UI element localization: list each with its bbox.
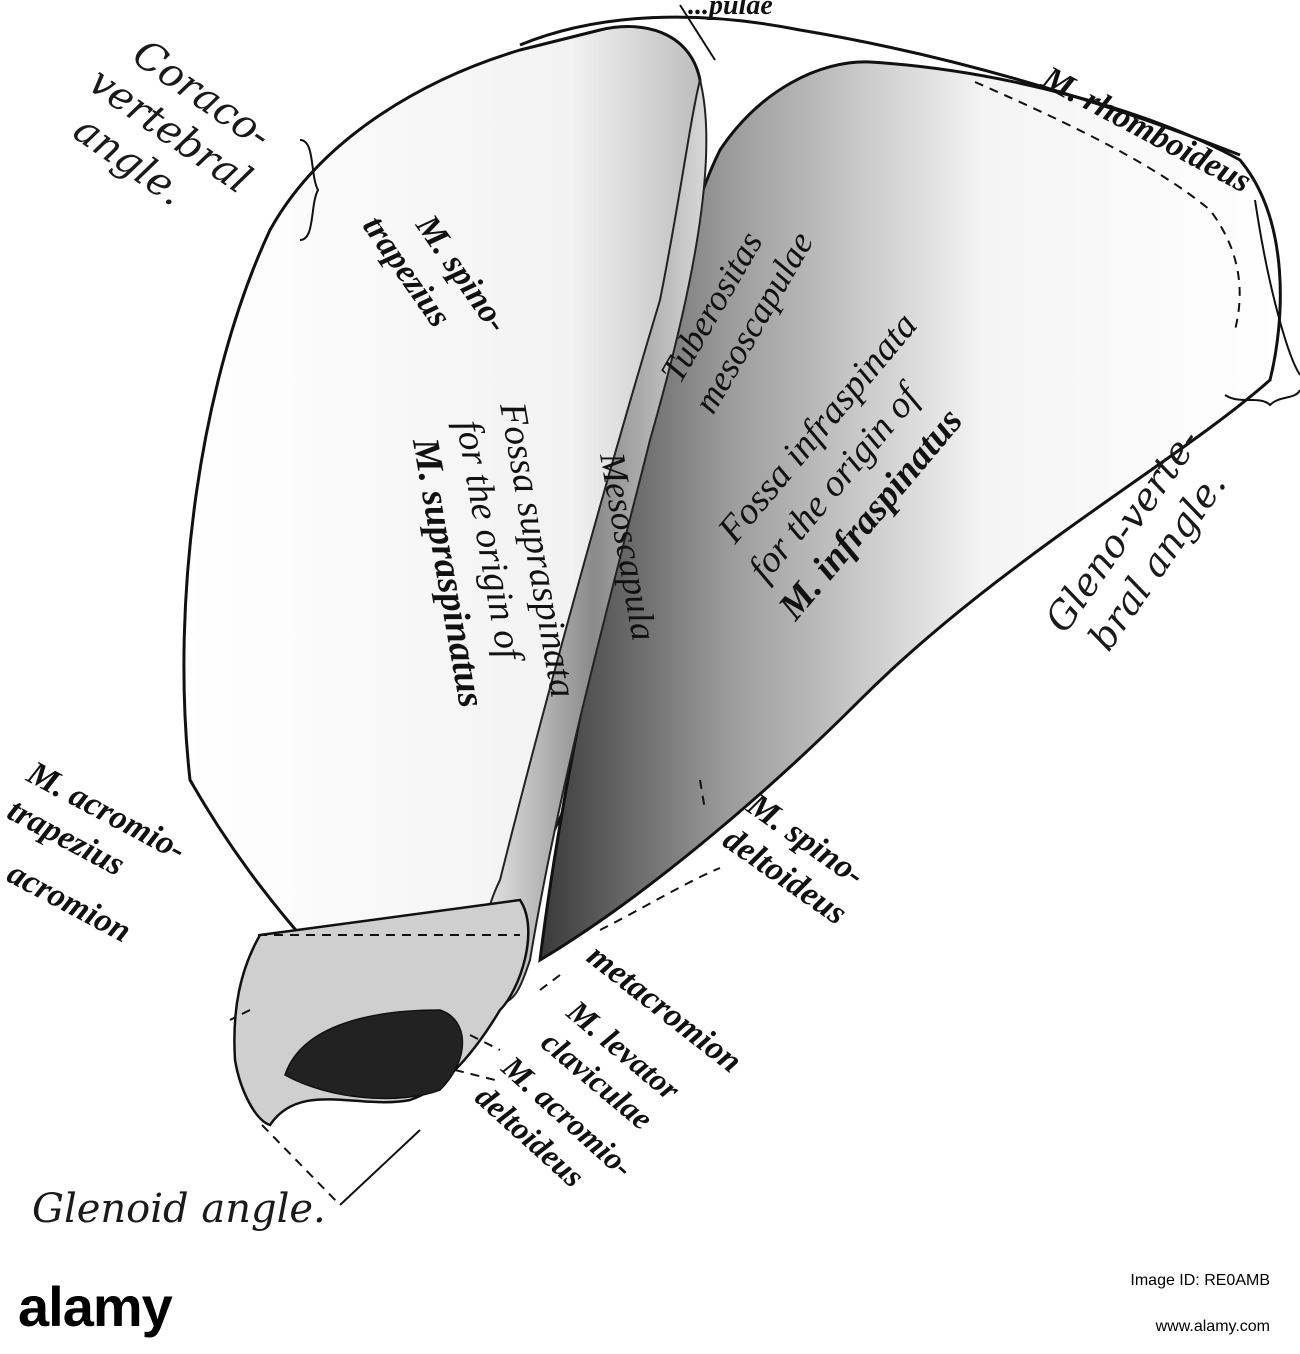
watermark-image-id: Image ID: RE0AMB [1130, 1272, 1270, 1289]
scapula-drawing: ...pulae Coraco- vertebral angle. M. rho… [1, 0, 1300, 1232]
leader-lines-solid [339, 4, 1300, 1206]
label-metacromion: metacromion [580, 937, 749, 1080]
gleno-vertebral-brace [1224, 389, 1300, 407]
watermark-bar: alamy Image ID: RE0AMB www.alamy.com [0, 1262, 1300, 1354]
label-coraco-vertebral-group: Coraco- vertebral angle. [65, 31, 280, 216]
glenoid-cavity [284, 1009, 464, 1100]
watermark-url: www.alamy.com [1155, 1318, 1270, 1335]
watermark-logo: alamy [18, 1275, 173, 1338]
leader-lines [229, 81, 1241, 1206]
coraco-vertebral-brace [299, 139, 320, 241]
label-scapulae: ...pulae [688, 0, 773, 21]
dorsal-border-line [519, 15, 1241, 157]
label-glenoid-angle: Glenoid angle. [32, 1186, 326, 1232]
scapula-illustration: ...pulae Coraco- vertebral angle. M. rho… [1, 0, 1300, 1232]
